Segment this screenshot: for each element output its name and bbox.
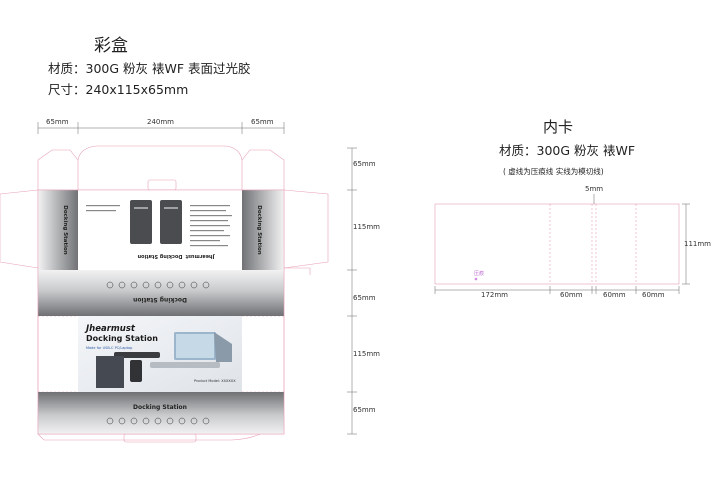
insert-note: ( 虚线为压痕线 实线为模切线)	[503, 167, 604, 176]
colorbox-size: 尺寸：240x115x65mm	[48, 82, 189, 97]
dim-right-1: 65mm	[353, 160, 376, 168]
insert-title: 内卡	[543, 118, 574, 136]
insert-dim-172: 172mm	[481, 291, 508, 299]
dim-top-center: 240mm	[147, 118, 174, 126]
top-panel-port-icons	[106, 281, 210, 289]
insert-dim-60a: 60mm	[560, 291, 583, 299]
right-side-label: Docking Station	[256, 205, 262, 255]
insert-dim-60b: 60mm	[603, 291, 626, 299]
insert-dim-height: 111mm	[684, 240, 711, 248]
dim-top-right: 65mm	[251, 118, 274, 126]
dim-right-2: 115mm	[353, 223, 380, 231]
dim-right-3: 65mm	[353, 294, 376, 302]
insert-dim-gap: 5mm	[585, 185, 604, 193]
bottom-panel-product-name: Docking Station	[133, 404, 187, 411]
back-panel-brand: Jhearmust	[185, 253, 215, 259]
left-side-label: Docking Station	[62, 205, 68, 255]
top-dimension-line	[37, 122, 285, 134]
front-panel-subtitle: Made for USB-C PC/Laptop	[86, 346, 133, 350]
insert-crease-label: 压痕	[474, 271, 485, 277]
insert-material: 材质：300G 粉灰 裱WF	[499, 143, 636, 158]
colorbox-title: 彩盒	[94, 36, 128, 56]
bottom-panel-port-icons	[106, 417, 210, 425]
right-side-panel	[242, 190, 284, 270]
front-panel-product-name: Docking Station	[86, 334, 158, 343]
dim-right-5: 65mm	[353, 406, 376, 414]
front-panel-model: Product Model: XXXXXX	[194, 379, 236, 383]
back-panel-product-image	[130, 200, 182, 244]
insert-dim-60c: 60mm	[642, 291, 665, 299]
left-side-panel	[38, 190, 78, 270]
dim-right-4: 115mm	[353, 350, 380, 358]
right-dimension-line	[347, 147, 357, 435]
dim-top-left: 65mm	[46, 118, 69, 126]
bottom-panel	[38, 392, 284, 434]
colorbox-material: 材质：300G 粉灰 裱WF 表面过光胶	[48, 61, 251, 76]
insert-dieline	[434, 203, 680, 285]
insert-dimension-lines	[434, 194, 690, 294]
top-panel	[38, 270, 284, 316]
insert-crease-marker	[474, 277, 478, 281]
front-panel-product-image	[96, 332, 232, 388]
back-panel-product-name: Docking Station	[137, 253, 182, 259]
top-panel-product-name: Docking Station	[133, 296, 187, 303]
back-panel-text-lines	[86, 205, 232, 247]
front-panel-brand: Jhearmust	[84, 324, 136, 334]
